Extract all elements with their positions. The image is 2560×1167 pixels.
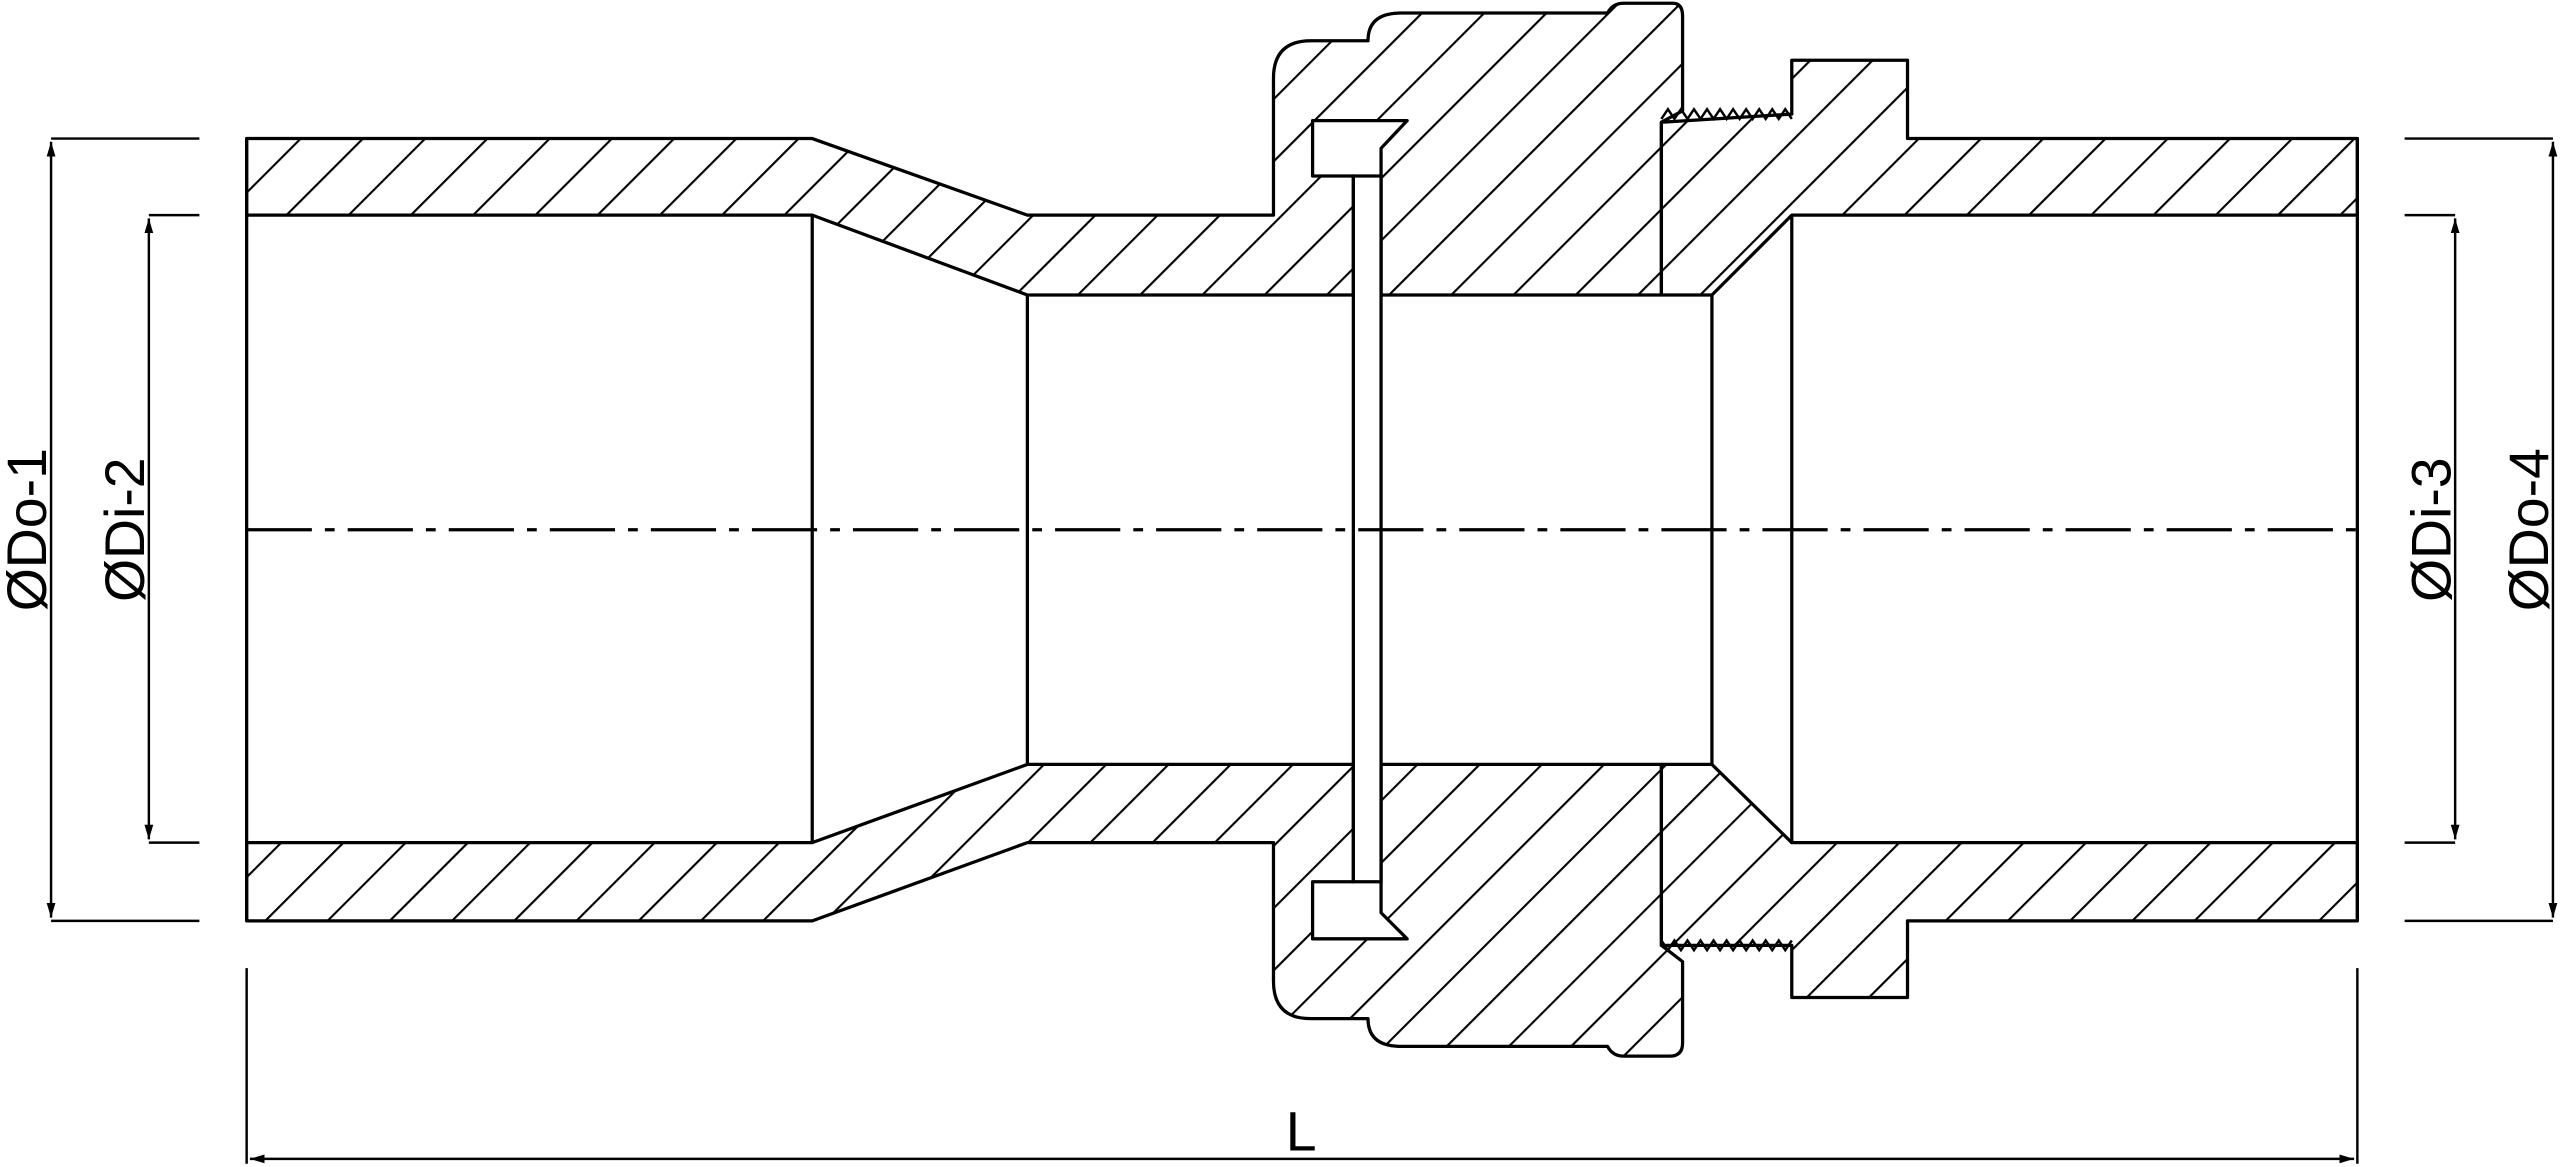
right-dimensions: ØDi-3 ØDo-4 [2400, 137, 2560, 923]
di3-label: ØDi-3 [2400, 457, 2462, 602]
right-lower-wall [1659, 762, 2359, 1000]
upper-thread [1660, 106, 1793, 122]
left-lower-wall [245, 762, 1685, 1058]
length-dimension: L [245, 968, 2359, 1164]
left-upper-wall [245, 1, 1685, 297]
length-label: L [1286, 1101, 1317, 1163]
left-dimensions: ØDo-1 ØDi-2 [0, 137, 200, 923]
do4-label: ØDo-4 [2498, 448, 2560, 611]
do1-label: ØDo-1 [0, 448, 58, 611]
right-upper-wall [1659, 58, 2359, 297]
lower-thread [1660, 938, 1793, 953]
di2-label: ØDi-2 [94, 457, 156, 602]
